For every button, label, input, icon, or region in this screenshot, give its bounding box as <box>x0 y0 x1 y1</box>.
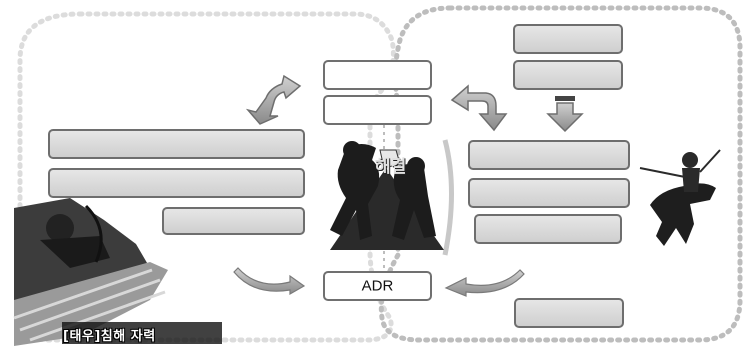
left-box-1 <box>48 129 305 159</box>
left-box-2 <box>48 168 305 198</box>
right-box-2 <box>468 178 630 208</box>
curved-arrow-left-icon <box>233 267 306 296</box>
curved-arrow-right-icon <box>444 269 525 297</box>
right-bottom-box <box>514 298 624 328</box>
right-box-1 <box>468 140 630 170</box>
right-box-3 <box>474 214 622 244</box>
right-top-box-2 <box>513 60 623 90</box>
right-region-outline <box>378 5 743 343</box>
emblem-text: 해결 <box>375 157 407 177</box>
horse-rider-illustration <box>639 149 721 246</box>
archery-illustration <box>13 198 222 346</box>
left-box-3 <box>162 207 305 235</box>
dispute-resolution-emblem-icon <box>330 139 454 256</box>
right-top-box-1 <box>513 24 623 54</box>
illustration-caption: [태우]침해 자력 <box>63 329 156 344</box>
adr-label: ADR <box>361 277 394 295</box>
down-arrow-icon <box>546 96 584 133</box>
left-region-outline <box>17 11 396 343</box>
bent-arrow-right-icon <box>450 84 508 132</box>
adr-box: ADR <box>323 271 432 301</box>
bent-arrow-left-icon <box>245 74 302 125</box>
center-top-box-1 <box>323 60 432 90</box>
center-top-box-2 <box>323 95 432 125</box>
